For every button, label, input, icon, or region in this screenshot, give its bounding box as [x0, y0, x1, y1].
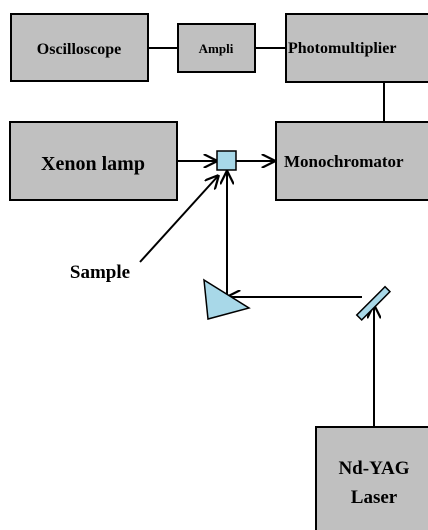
photomultiplier-label: Photomultiplier [288, 40, 396, 57]
nd-yag-laser-block: Nd-YAG Laser [315, 426, 428, 530]
xenon-lamp-block: Xenon lamp [9, 121, 178, 201]
sample-pointer-line [139, 176, 218, 263]
laser-label-line1: Nd-YAG [338, 458, 409, 479]
xenon-lamp-label: Xenon lamp [41, 153, 145, 175]
photomultiplier-block: Photomultiplier [285, 13, 428, 83]
monochromator-block: Monochromator [275, 121, 428, 201]
oscilloscope-block: Oscilloscope [10, 13, 149, 82]
mirror-icon [355, 285, 392, 322]
sample-label: Sample [70, 262, 130, 283]
ampli-label: Ampli [199, 41, 234, 56]
laser-label-line2: Laser [351, 487, 398, 508]
oscilloscope-label: Oscilloscope [37, 41, 121, 58]
prism-icon [203, 278, 251, 320]
sample-cuvette-icon [216, 150, 237, 171]
monochromator-label: Monochromator [284, 152, 404, 171]
ampli-block: Ampli [177, 23, 256, 73]
